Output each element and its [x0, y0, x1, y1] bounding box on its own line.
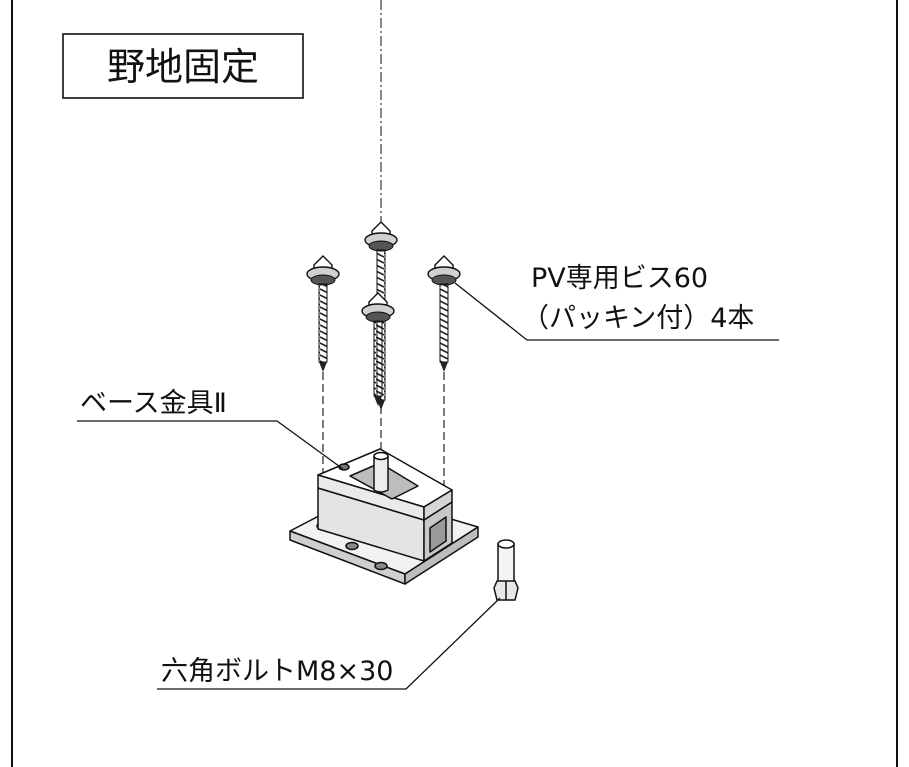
base-bracket-label: ベース金具Ⅱ	[80, 388, 227, 419]
screws-label-line2: （パッキン付）4本	[522, 303, 754, 334]
screw-right	[427, 255, 461, 372]
screw-front	[361, 292, 395, 406]
screw-left	[306, 255, 340, 372]
base-bracket	[289, 448, 479, 585]
hex-bolt-label: 六角ボルトM8×30	[161, 656, 393, 687]
hex-bolt	[493, 539, 519, 601]
leader-lines	[77, 282, 779, 690]
title: 野地固定	[107, 45, 259, 89]
drawing-frame	[11, 0, 898, 767]
title-box: 野地固定	[62, 33, 304, 99]
screws-label-line1: PV専用ビス60	[531, 263, 708, 294]
